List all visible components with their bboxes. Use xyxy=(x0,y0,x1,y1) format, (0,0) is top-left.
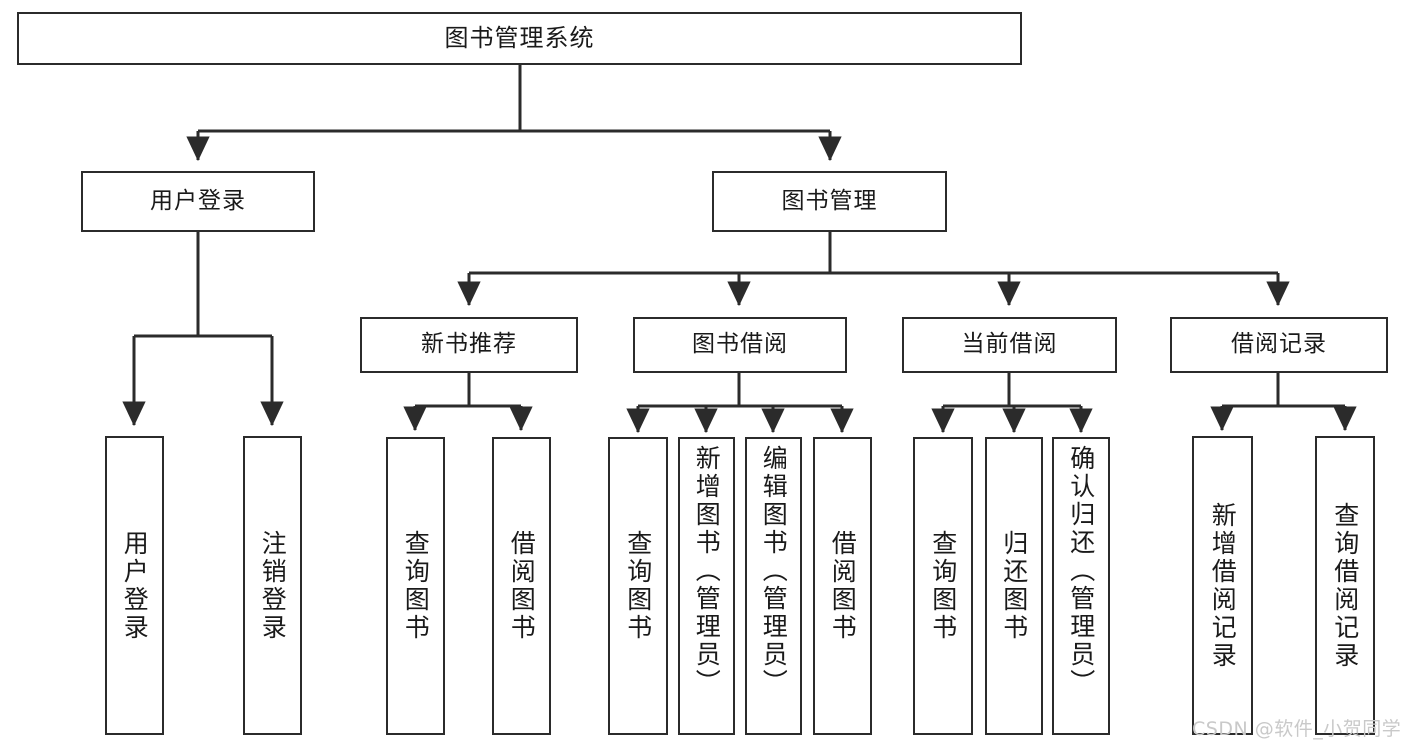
leaf-logout[interactable]: 注销登录 xyxy=(243,436,302,735)
leaf-label: 注销登录 xyxy=(258,529,288,642)
leaf-label: 新增图书（管理员） xyxy=(692,445,722,697)
node-book-borrow[interactable]: 图书借阅 xyxy=(633,317,847,373)
node-borrow-record[interactable]: 借阅记录 xyxy=(1170,317,1388,373)
node-root[interactable]: 图书管理系统 xyxy=(17,12,1022,65)
node-book-manage[interactable]: 图书管理 xyxy=(712,171,947,232)
node-new-book-recommend[interactable]: 新书推荐 xyxy=(360,317,578,373)
leaf-user-login[interactable]: 用户登录 xyxy=(105,436,164,735)
node-user-login[interactable]: 用户登录 xyxy=(81,171,315,232)
leaf-label: 查询图书 xyxy=(623,530,653,642)
leaf-label: 归还图书 xyxy=(999,530,1029,642)
csdn-watermark: CSDN @软件_小贺同学 xyxy=(1192,718,1402,740)
leaf-return-book[interactable]: 归还图书 xyxy=(985,437,1043,735)
leaf-label: 借阅图书 xyxy=(828,530,858,642)
leaf-borrow-book-1[interactable]: 借阅图书 xyxy=(492,437,551,735)
leaf-label: 新增借阅记录 xyxy=(1208,501,1238,670)
leaf-borrow-book-2[interactable]: 借阅图书 xyxy=(813,437,872,735)
leaf-label: 借阅图书 xyxy=(507,530,537,642)
node-current-borrow[interactable]: 当前借阅 xyxy=(902,317,1117,373)
leaf-label: 查询借阅记录 xyxy=(1330,501,1360,670)
leaf-label: 查询图书 xyxy=(401,530,431,642)
leaf-query-record[interactable]: 查询借阅记录 xyxy=(1315,436,1375,735)
leaf-label: 编辑图书（管理员） xyxy=(759,445,789,697)
leaf-confirm-return[interactable]: 确认归还（管理员） xyxy=(1052,437,1110,735)
leaf-edit-book[interactable]: 编辑图书（管理员） xyxy=(745,437,802,735)
leaf-add-book[interactable]: 新增图书（管理员） xyxy=(678,437,735,735)
leaf-add-record[interactable]: 新增借阅记录 xyxy=(1192,436,1253,735)
leaf-query-book-3[interactable]: 查询图书 xyxy=(913,437,973,735)
leaf-label: 查询图书 xyxy=(928,530,958,642)
leaf-label: 用户登录 xyxy=(120,529,150,642)
leaf-query-book-2[interactable]: 查询图书 xyxy=(608,437,668,735)
leaf-query-book-1[interactable]: 查询图书 xyxy=(386,437,445,735)
leaf-label: 确认归还（管理员） xyxy=(1066,445,1096,697)
